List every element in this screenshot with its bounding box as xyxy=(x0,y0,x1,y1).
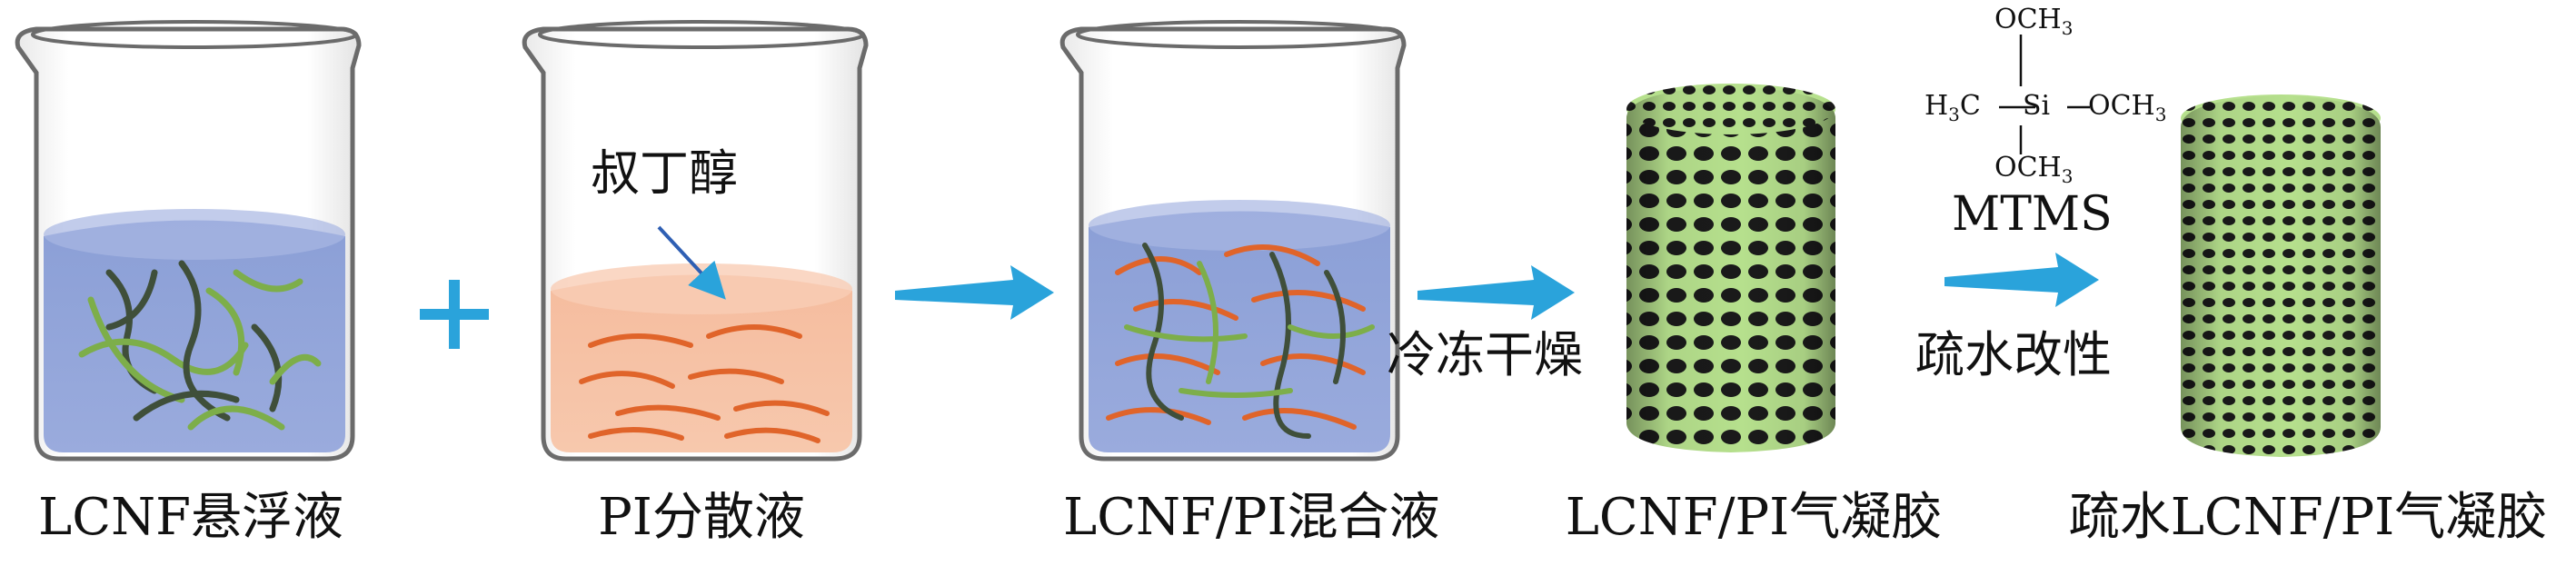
caption-mixture: LCNF/PI混合液 xyxy=(1063,488,1440,547)
chem-left-group: H3C xyxy=(1925,90,1981,126)
beaker-1 xyxy=(15,20,362,462)
caption-pi-dispersion: PI分散液 xyxy=(598,488,805,547)
caption-lcnf-suspension: LCNF悬浮液 xyxy=(38,488,343,547)
chem-top-group: OCH3 xyxy=(1994,4,2074,40)
mtms-label: MTMS xyxy=(1952,187,2113,242)
beaker-2 xyxy=(522,20,869,462)
aerogel-2 xyxy=(2181,94,2381,457)
beaker-3 xyxy=(1059,20,1407,462)
chemical-bonds xyxy=(1999,35,2090,154)
arrow-1 xyxy=(895,265,1054,320)
hydrophobic-modification-label: 疏水改性 xyxy=(1915,326,2112,383)
annotation-pointer xyxy=(657,225,726,300)
chem-right-group: OCH3 xyxy=(2088,90,2167,126)
caption-aerogel: LCNF/PI气凝胶 xyxy=(1565,488,1943,547)
chem-bottom-group: OCH3 xyxy=(1994,152,2074,188)
arrow-3 xyxy=(1944,253,2099,307)
freeze-dry-label: 冷冻干燥 xyxy=(1387,326,1583,383)
fibers-mixed xyxy=(1106,243,1375,439)
plus-operator xyxy=(420,280,489,349)
arrow-2 xyxy=(1417,265,1575,320)
caption-hydrophobic-aerogel: 疏水LCNF/PI气凝胶 xyxy=(2068,488,2548,547)
fibers-green-dark xyxy=(78,260,322,431)
chem-center-atom: Si xyxy=(2023,90,2051,122)
fibers-orange xyxy=(579,324,830,443)
tert-butanol-label: 叔丁醇 xyxy=(591,144,738,202)
aerogel-1 xyxy=(1626,84,1835,452)
